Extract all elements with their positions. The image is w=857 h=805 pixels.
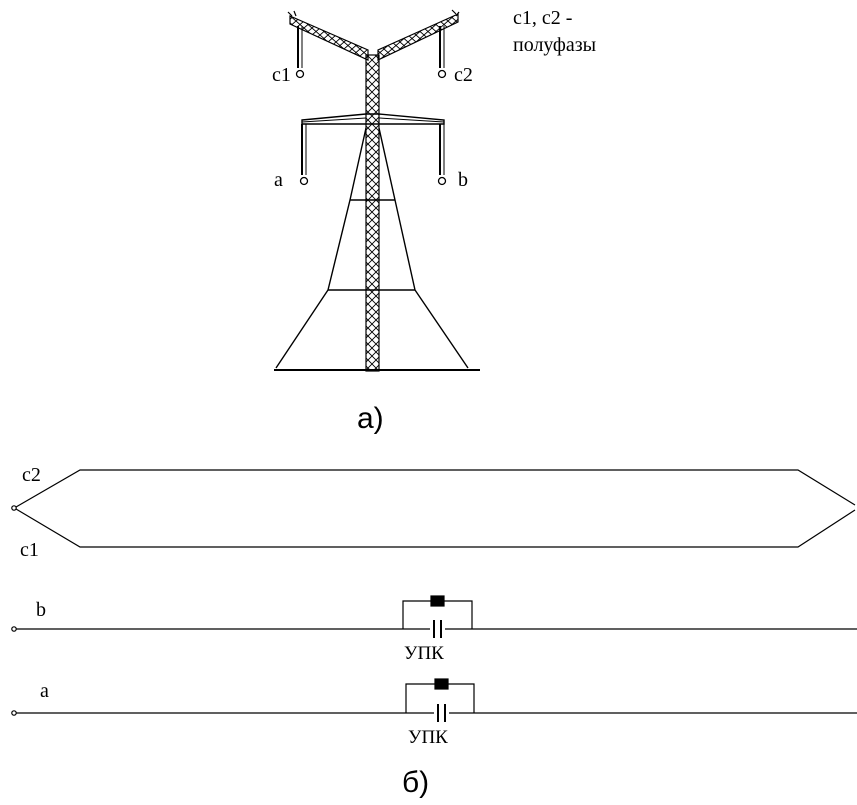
- scheme-label-a: a: [40, 680, 49, 702]
- upk-label-a: УПК: [408, 727, 448, 748]
- tower-legs: [275, 127, 469, 369]
- upk-label-b: УПК: [404, 643, 444, 664]
- conductor-b: [11, 595, 857, 638]
- conductor-c1: [15, 508, 856, 548]
- insulator-b: [437, 124, 447, 186]
- note-line-2: полуфазы: [513, 34, 596, 56]
- insulator-a: [299, 124, 309, 186]
- upk-capacitor-b: [402, 595, 473, 638]
- caption-a: а): [357, 402, 384, 435]
- scheme-label-c2: c2: [22, 464, 41, 486]
- transmission-tower: [274, 9, 480, 372]
- split-phase-c: [11, 469, 856, 548]
- caption-b: б): [402, 766, 429, 799]
- insulator-c1: [295, 26, 305, 79]
- label-c2: c2: [454, 64, 473, 86]
- scheme-label-b: b: [36, 599, 46, 621]
- label-b: b: [458, 169, 468, 191]
- tower-mast: [365, 54, 380, 372]
- tower-top-right-arm: [377, 13, 459, 61]
- label-c1: c1: [272, 64, 291, 86]
- scheme-label-c1: c1: [20, 539, 39, 561]
- insulator-c2: [437, 26, 447, 79]
- conductor-c2: [15, 469, 856, 508]
- note-line-1: c1, c2 -: [513, 7, 572, 29]
- label-a: a: [274, 169, 283, 191]
- conductor-a: [11, 678, 857, 722]
- upk-capacitor-a: [405, 678, 475, 722]
